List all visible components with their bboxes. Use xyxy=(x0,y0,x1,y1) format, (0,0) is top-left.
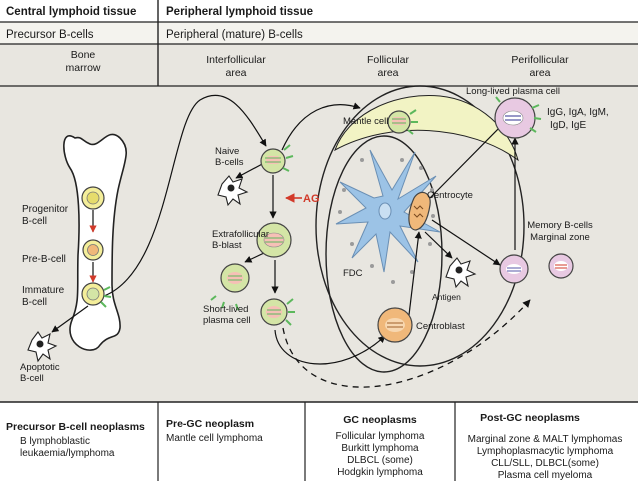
apoptotic-b-cell-follicle xyxy=(445,257,477,289)
short-lived-plasma-cell xyxy=(210,263,250,311)
apoptotic-b-cell-interfollicular xyxy=(217,175,249,207)
apoptotic-label-1: Apoptotic xyxy=(20,362,60,373)
memory-label-2: Marginal zone xyxy=(530,232,590,243)
antigen-label: Antigen xyxy=(432,292,461,302)
arrow-immature-apoptotic xyxy=(51,305,89,333)
long-lived-plasma-cell xyxy=(494,96,542,139)
progenitor-label-2: B-cell xyxy=(22,216,47,227)
precursor-neoplasm-title: Precursor B-cell neoplasms xyxy=(6,421,145,433)
extrafollicular-b-blast xyxy=(256,222,292,258)
interfollicular-label-1: Interfollicular xyxy=(206,54,266,66)
ag-label: AG xyxy=(303,193,320,205)
arrow-blast-short-lived xyxy=(244,252,265,263)
progenitor-label-1: Progenitor xyxy=(22,204,69,215)
immature-b-cell xyxy=(81,282,112,308)
pre-b-label: Pre-B-cell xyxy=(22,254,66,265)
memory-b-cell-1 xyxy=(499,254,529,284)
perifollicular-label-1: Perifollicular xyxy=(511,54,569,66)
precursor-neoplasm-item-2: leukaemia/lymphoma xyxy=(20,448,115,459)
gc-neoplasm-item-4: Hodgkin lymphoma xyxy=(337,467,423,478)
progenitor-cell xyxy=(81,186,105,210)
central-tissue-title: Central lymphoid tissue xyxy=(6,6,136,18)
peripheral-tissue-title: Peripheral lymphoid tissue xyxy=(166,6,313,18)
arrow-dashed-memory xyxy=(282,299,531,388)
gc-neoplasm-item-2: Burkitt lymphoma xyxy=(341,443,419,454)
arrow-centrocyte-plasma xyxy=(427,121,506,201)
immunoglobulins-label-1: IgG, IgA, IgM, xyxy=(547,107,609,118)
naive-label-2: B-cells xyxy=(215,157,244,168)
post-gc-neoplasm-item-3: CLL/SLL, DLBCL(some) xyxy=(491,458,599,469)
post-gc-neoplasm-item-1: Marginal zone & MALT lymphomas xyxy=(468,434,623,445)
arrow-immature-naive xyxy=(103,94,267,297)
arrow-centrocyte-apoptotic xyxy=(424,231,453,259)
arrow-centrocyte-memory xyxy=(431,219,501,266)
pre-b-cell xyxy=(82,239,104,261)
centrocyte-label: Centrocyte xyxy=(427,190,473,201)
bone-marrow-label-1: Bone xyxy=(71,49,96,61)
gc-neoplasm-item-1: Follicular lymphoma xyxy=(336,431,425,442)
short-lived-label-1: Short-lived xyxy=(203,304,248,315)
follicle-outline xyxy=(315,85,525,367)
immunoglobulins-label-2: IgD, IgE xyxy=(550,120,586,131)
arrow-b-cell-centroblast xyxy=(274,329,386,365)
mantle-cell-label: Mantle cell xyxy=(343,116,388,127)
activated-b-cell xyxy=(260,298,295,326)
memory-b-cell-2 xyxy=(548,253,574,279)
precursor-neoplasm-item-1: B lymphoblastic xyxy=(20,436,90,447)
pre-gc-neoplasm-item-1: Mantle cell lymphoma xyxy=(166,433,263,444)
centrocyte-cell xyxy=(408,191,431,231)
post-gc-neoplasm-item-2: Lymphoplasmacytic lymphoma xyxy=(477,446,614,457)
gc-neoplasm-item-3: DLBCL (some) xyxy=(347,455,413,466)
short-lived-label-2: plasma cell xyxy=(203,315,251,326)
follicular-label-2: area xyxy=(377,67,398,79)
extrafollicular-label-1: Extrafollicular xyxy=(212,229,269,240)
centroblast-cell xyxy=(377,307,413,343)
arrow-centroblast-centrocyte xyxy=(408,231,422,316)
immature-label-2: B-cell xyxy=(22,297,47,308)
memory-label-1: Memory B-cells xyxy=(527,220,593,231)
naive-b-cell xyxy=(260,144,294,174)
neoplasm-table xyxy=(0,402,638,481)
fdc-nucleus xyxy=(378,202,392,220)
fdc-dots xyxy=(338,158,435,284)
apoptotic-b-cell-marrow xyxy=(27,331,58,363)
centroblast-label: Centroblast xyxy=(416,321,465,332)
pre-gc-neoplasm-title: Pre-GC neoplasm xyxy=(166,418,254,430)
perifollicular-label-2: area xyxy=(529,67,550,79)
precursor-label: Precursor B-cells xyxy=(6,29,94,41)
bone-marrow-label-2: marrow xyxy=(65,62,100,74)
fdc-label: FDC xyxy=(343,268,363,279)
mature-label: Peripheral (mature) B-cells xyxy=(166,29,303,41)
header-row xyxy=(0,0,638,22)
subheader-row xyxy=(0,22,638,44)
mantle-cell xyxy=(387,109,418,135)
post-gc-neoplasm-item-4: Plasma cell myeloma xyxy=(498,470,593,481)
extrafollicular-label-2: B-blast xyxy=(212,240,242,251)
immature-label-1: Immature xyxy=(22,285,65,296)
gc-neoplasm-title: GC neoplasms xyxy=(343,414,417,426)
naive-label-1: Naive xyxy=(215,146,239,157)
interfollicular-label-2: area xyxy=(225,67,246,79)
post-gc-neoplasm-title: Post-GC neoplasms xyxy=(480,412,580,424)
arrow-naive-mantle xyxy=(281,102,361,151)
apoptotic-label-2: B-cell xyxy=(20,373,44,384)
follicular-label-1: Follicular xyxy=(367,54,410,66)
long-lived-label: Long-lived plasma cell xyxy=(466,86,560,97)
germinal-centre-outline xyxy=(325,135,443,373)
